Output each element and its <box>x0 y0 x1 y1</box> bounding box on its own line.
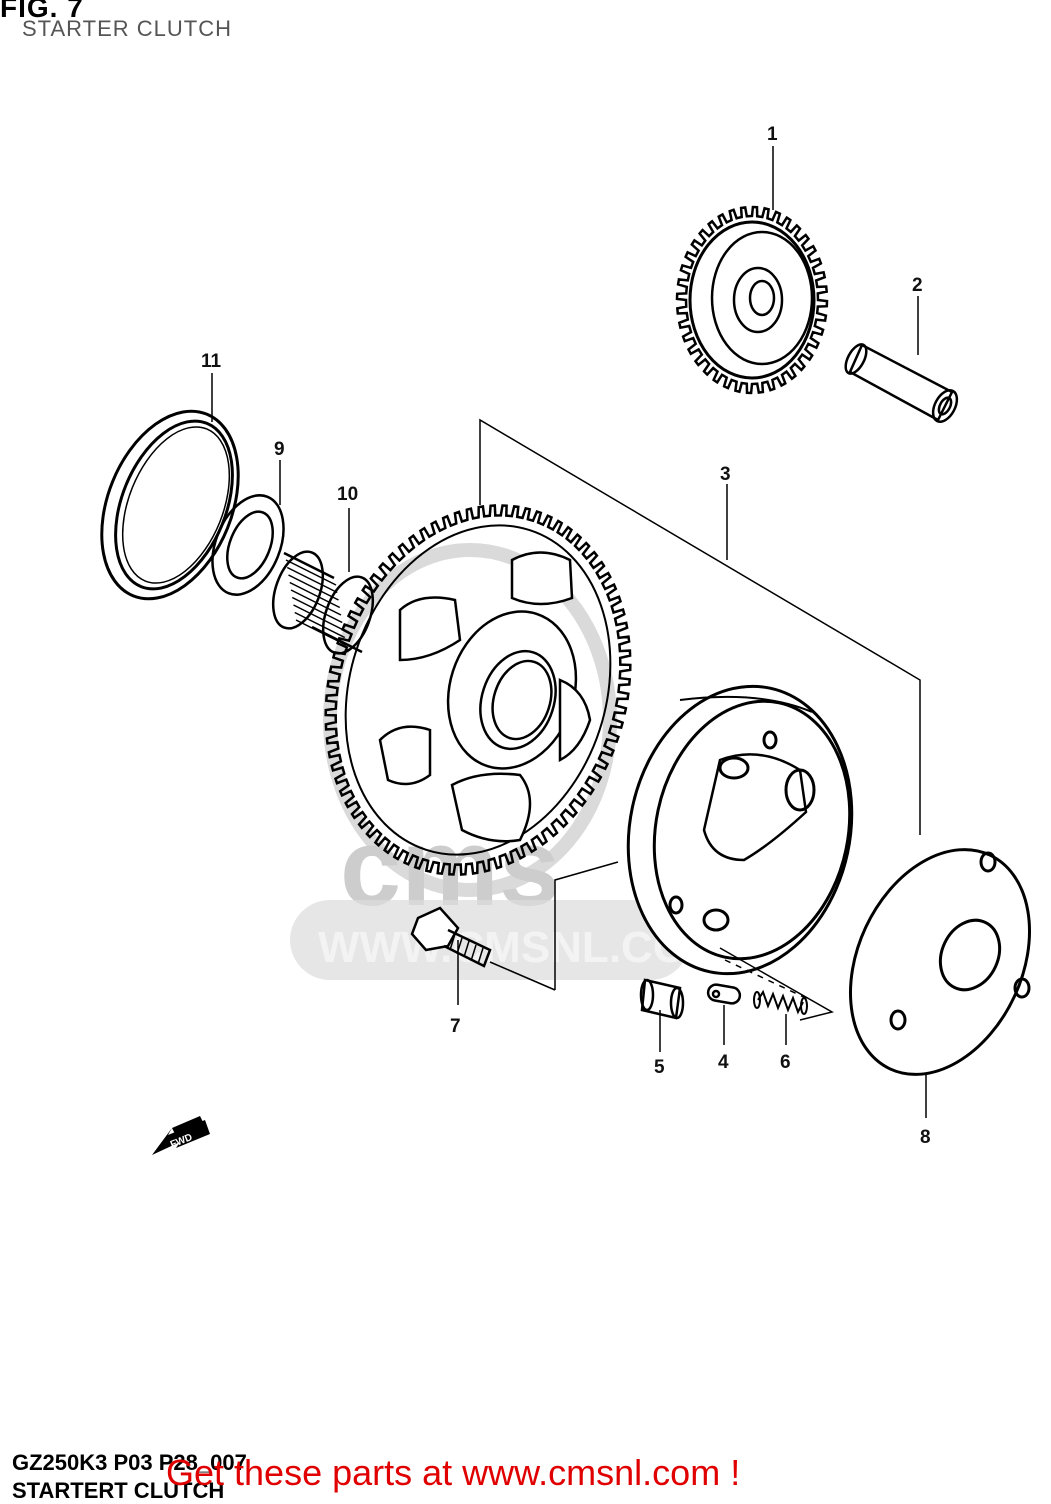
gear-teeth <box>324 504 632 876</box>
part-9-washer <box>211 494 285 596</box>
leader-lines <box>211 146 927 1118</box>
watermark: cms WWW.CMSNL.COM <box>290 543 724 980</box>
part-8-plate <box>849 848 1031 1076</box>
part-4-pin <box>706 983 742 1005</box>
callout-7: 7 <box>450 1016 461 1037</box>
callout-4: 4 <box>718 1052 729 1073</box>
callout-1: 1 <box>767 124 778 145</box>
bearing-needle <box>288 574 339 601</box>
callout-3: 3 <box>720 464 731 485</box>
bearing-needle <box>290 589 342 616</box>
bearing-needle <box>285 559 337 586</box>
promo-link[interactable]: Get these parts at www.cmsnl.com ! <box>166 1452 741 1493</box>
part-3-starter-gear <box>324 504 632 876</box>
callout-10: 10 <box>337 484 358 505</box>
figure-title: FIG. 7 <box>0 0 84 23</box>
bearing-needle <box>286 566 338 594</box>
callout-11: 11 <box>201 351 222 372</box>
footer-diagram-code: GZ250K3 P03 P28_007 <box>12 1450 247 1475</box>
callout-6: 6 <box>780 1052 791 1073</box>
part-3-clutch-housing <box>626 684 854 976</box>
fwd-arrow-icon: FWD <box>152 1116 210 1155</box>
callout-9: 9 <box>274 439 285 460</box>
callout-2: 2 <box>912 275 923 296</box>
figure-subtitle: STARTER CLUTCH <box>22 16 232 41</box>
bearing-needle <box>291 596 343 624</box>
callout-labels: 1 2 3 4 5 6 7 8 9 10 11 <box>201 124 931 1148</box>
callout-8: 8 <box>920 1127 931 1148</box>
part-1-gear <box>675 205 829 395</box>
bearing-needle <box>289 581 341 609</box>
assembly-lines <box>479 418 921 1021</box>
part-7-bolt <box>410 906 492 968</box>
callout-5: 5 <box>654 1057 665 1078</box>
part-2-shaft <box>844 343 959 423</box>
part-10-bearing <box>271 550 375 655</box>
bearing-needle <box>294 611 346 639</box>
footer-diagram-name: STARTERT CLUTCH <box>12 1478 225 1503</box>
part-5-roller <box>639 978 685 1020</box>
bearing-needle <box>293 604 344 631</box>
part-6-spring <box>753 989 808 1015</box>
gear-teeth <box>675 205 829 395</box>
